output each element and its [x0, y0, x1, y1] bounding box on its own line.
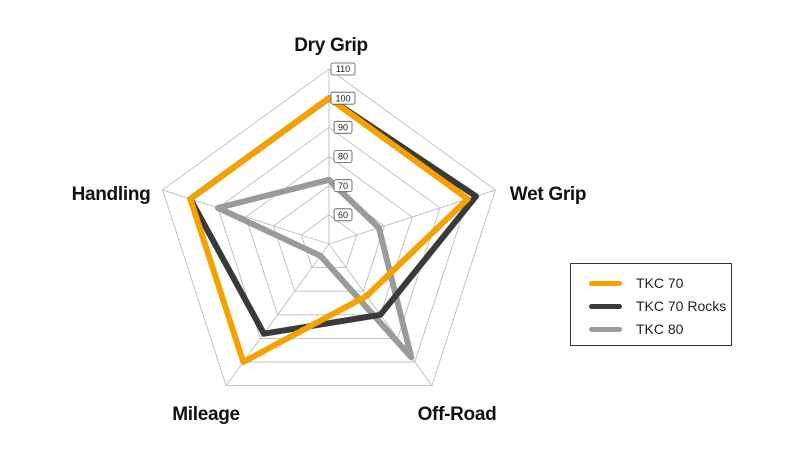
tick-label-1: 70 — [333, 179, 353, 193]
legend-item-0: TKC 70 — [589, 274, 683, 292]
grid-ring-70 — [272, 185, 386, 292]
axis-label-handling: Handling — [72, 184, 151, 205]
legend-item-1: TKC 70 Rocks — [589, 297, 726, 315]
radar-grid — [162, 68, 496, 387]
radar-series — [187, 95, 479, 365]
tick-label-2: 80 — [333, 150, 353, 163]
axis-label-dry-grip: Dry Grip — [294, 35, 368, 56]
series-2 — [215, 176, 415, 361]
tick-label-5: 110 — [330, 62, 356, 76]
svg-text:70: 70 — [338, 181, 348, 191]
legend-swatch-2 — [589, 326, 622, 332]
svg-text:90: 90 — [338, 123, 348, 133]
chart-legend: TKC 70 TKC 70 Rocks TKC 80 — [570, 263, 732, 346]
legend-swatch-1 — [589, 303, 622, 309]
svg-text:80: 80 — [338, 152, 348, 162]
tick-label-3: 90 — [333, 120, 353, 134]
legend-label-2: TKC 80 — [636, 321, 684, 337]
tick-label-0: 60 — [333, 208, 353, 222]
legend-swatch-0 — [589, 280, 622, 286]
axis-label-off-road: Off-Road — [418, 404, 497, 425]
svg-text:100: 100 — [335, 93, 350, 103]
legend-label-0: TKC 70 — [636, 275, 684, 291]
axis-label-wet-grip: Wet Grip — [510, 184, 586, 205]
legend-label-1: TKC 70 Rocks — [636, 298, 727, 314]
tick-label-4: 100 — [330, 91, 356, 105]
grid-ring-90 — [217, 126, 441, 339]
svg-text:110: 110 — [336, 64, 350, 74]
axis-label-mileage: Mileage — [172, 404, 240, 425]
radar-tick-labels: 60 70 80 90 100 110 — [330, 62, 356, 222]
grid-ring-110 — [162, 68, 496, 387]
svg-text:60: 60 — [338, 210, 348, 220]
legend-item-2: TKC 80 — [589, 320, 683, 338]
series-0 — [187, 95, 471, 365]
